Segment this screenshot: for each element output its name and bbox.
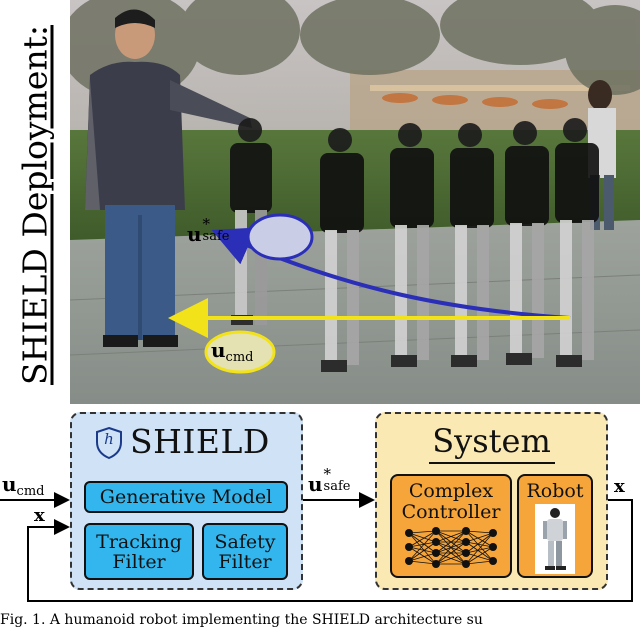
signal-u-cmd-sub: cmd (16, 484, 45, 499)
shield-block: h SHIELD Generative Model Tracking Filte… (70, 412, 303, 590)
safe-label-base: u (187, 222, 202, 246)
tracking-filter-module: Tracking Filter (84, 523, 194, 580)
signal-u-cmd-base: u (2, 472, 17, 496)
deployment-title: SHIELD Deployment: (0, 0, 70, 400)
deployment-photo: u * safe ucmd (70, 0, 640, 404)
shield-title: SHIELD (130, 422, 270, 461)
system-title: System (432, 422, 551, 460)
signal-x-in: x (34, 505, 45, 526)
generative-model-module: Generative Model (84, 481, 288, 513)
system-title-underline (429, 462, 555, 464)
signal-u-safe-sub: safe (323, 479, 351, 494)
photo-scene-svg (70, 0, 640, 404)
neural-network-icon (405, 527, 497, 568)
safety-filter-module: Safety Filter (202, 523, 288, 580)
person-figure (85, 9, 252, 347)
signal-x-out: x (614, 476, 625, 497)
robot-label: Robot (526, 480, 584, 502)
safe-label-sub: safe (202, 229, 230, 244)
complex-controller-module: Complex Controller (390, 474, 512, 578)
block-diagram-wires (0, 492, 633, 602)
signal-u-cmd: ucmd (2, 472, 44, 499)
figure-caption: Fig. 1. A humanoid robot implementing th… (0, 612, 483, 628)
cmd-label-sub: cmd (225, 350, 254, 365)
safe-label: u * safe (187, 215, 234, 246)
complex-controller-label: Complex Controller (401, 480, 501, 523)
signal-u-safe-sup: * (323, 465, 332, 483)
safe-label-sup: * (202, 215, 211, 233)
safe-label-bubble (246, 213, 314, 261)
deployment-title-text: SHIELD Deployment: (15, 24, 55, 386)
shield-logo-letter: h (104, 430, 114, 448)
system-block: System Complex Controller (375, 412, 608, 590)
cmd-label-bubble (204, 330, 276, 374)
cmd-label: ucmd (211, 338, 253, 365)
robot-icon (535, 504, 575, 574)
signal-u-safe: u * safe (308, 465, 355, 496)
shield-logo-icon (96, 426, 122, 460)
cmd-label-base: u (211, 338, 226, 362)
signal-u-safe-base: u (308, 472, 323, 496)
robot-module: Robot (517, 474, 593, 578)
